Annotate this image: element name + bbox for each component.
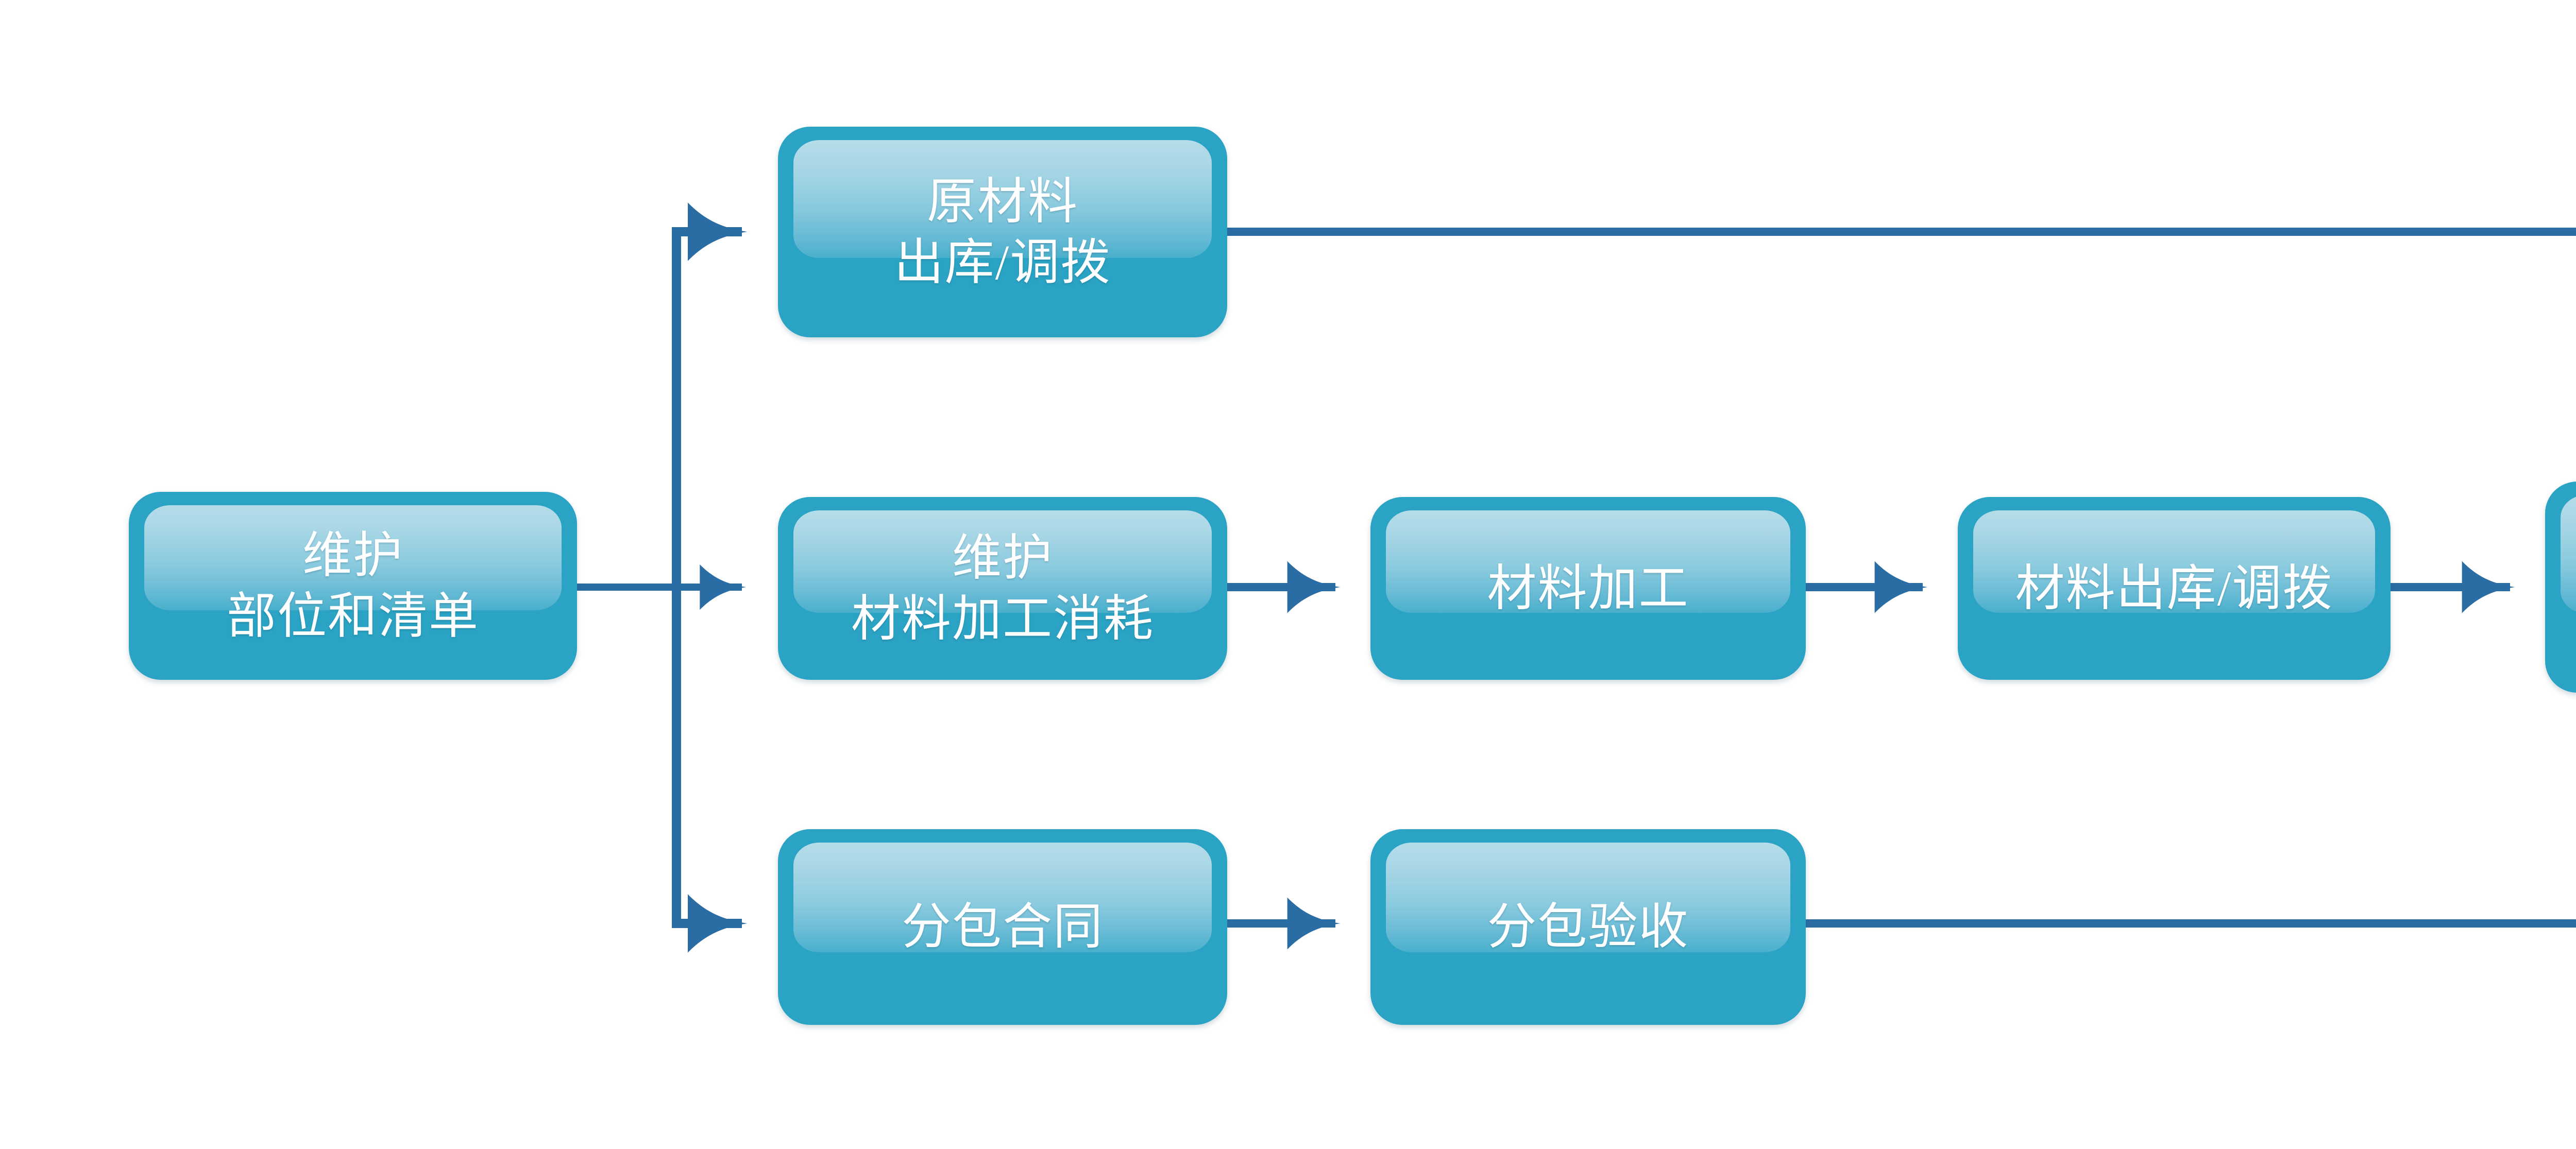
- node-label-line: 部位和清单: [227, 588, 479, 644]
- node-subcontract-contract[interactable]: 分包合同: [778, 829, 1227, 1025]
- node-subcontract-acceptance[interactable]: 分包验收: [1370, 829, 1806, 1025]
- node-label-line: 原材料: [927, 174, 1078, 230]
- node-label: 分包合同: [778, 829, 1227, 1025]
- node-label: 维护 部位和清单: [129, 492, 577, 680]
- node-label-line: 材料出库/调拨: [2015, 560, 2333, 616]
- edge-raw-material-to-analysis-top: [1227, 228, 2576, 236]
- edge-acceptance-to-analysis-bottom: [1806, 919, 2576, 928]
- node-raw-material-out[interactable]: 原材料 出库/调拨: [778, 127, 1227, 337]
- node-material-out[interactable]: 材料出库/调拨: [1958, 497, 2391, 680]
- node-label-line: 出库/调拨: [894, 234, 1111, 290]
- node-maintain-processing-consume[interactable]: 维护 材料加工消耗: [778, 497, 1227, 680]
- node-label: 材料出库/调拨: [1958, 497, 2391, 680]
- node-label: 原材料 出库/调拨: [778, 127, 1227, 337]
- node-label: 工程进度分析: [2545, 482, 2576, 693]
- node-label-line: 材料加工: [1487, 560, 1689, 616]
- node-label: 维护 材料加工消耗: [778, 497, 1227, 680]
- node-progress-analysis[interactable]: 工程进度分析: [2545, 482, 2576, 693]
- node-label: 材料加工: [1370, 497, 1806, 680]
- node-material-processing[interactable]: 材料加工: [1370, 497, 1806, 680]
- node-label-line: 材料加工消耗: [851, 591, 1154, 646]
- node-label-line: 维护: [302, 528, 403, 584]
- node-label-line: 分包验收: [1487, 899, 1689, 955]
- node-label-line: 分包合同: [902, 899, 1104, 955]
- node-maintain-parts-list[interactable]: 维护 部位和清单: [129, 492, 577, 680]
- node-label-line: 维护: [952, 530, 1053, 586]
- node-label: 分包验收: [1370, 829, 1806, 1025]
